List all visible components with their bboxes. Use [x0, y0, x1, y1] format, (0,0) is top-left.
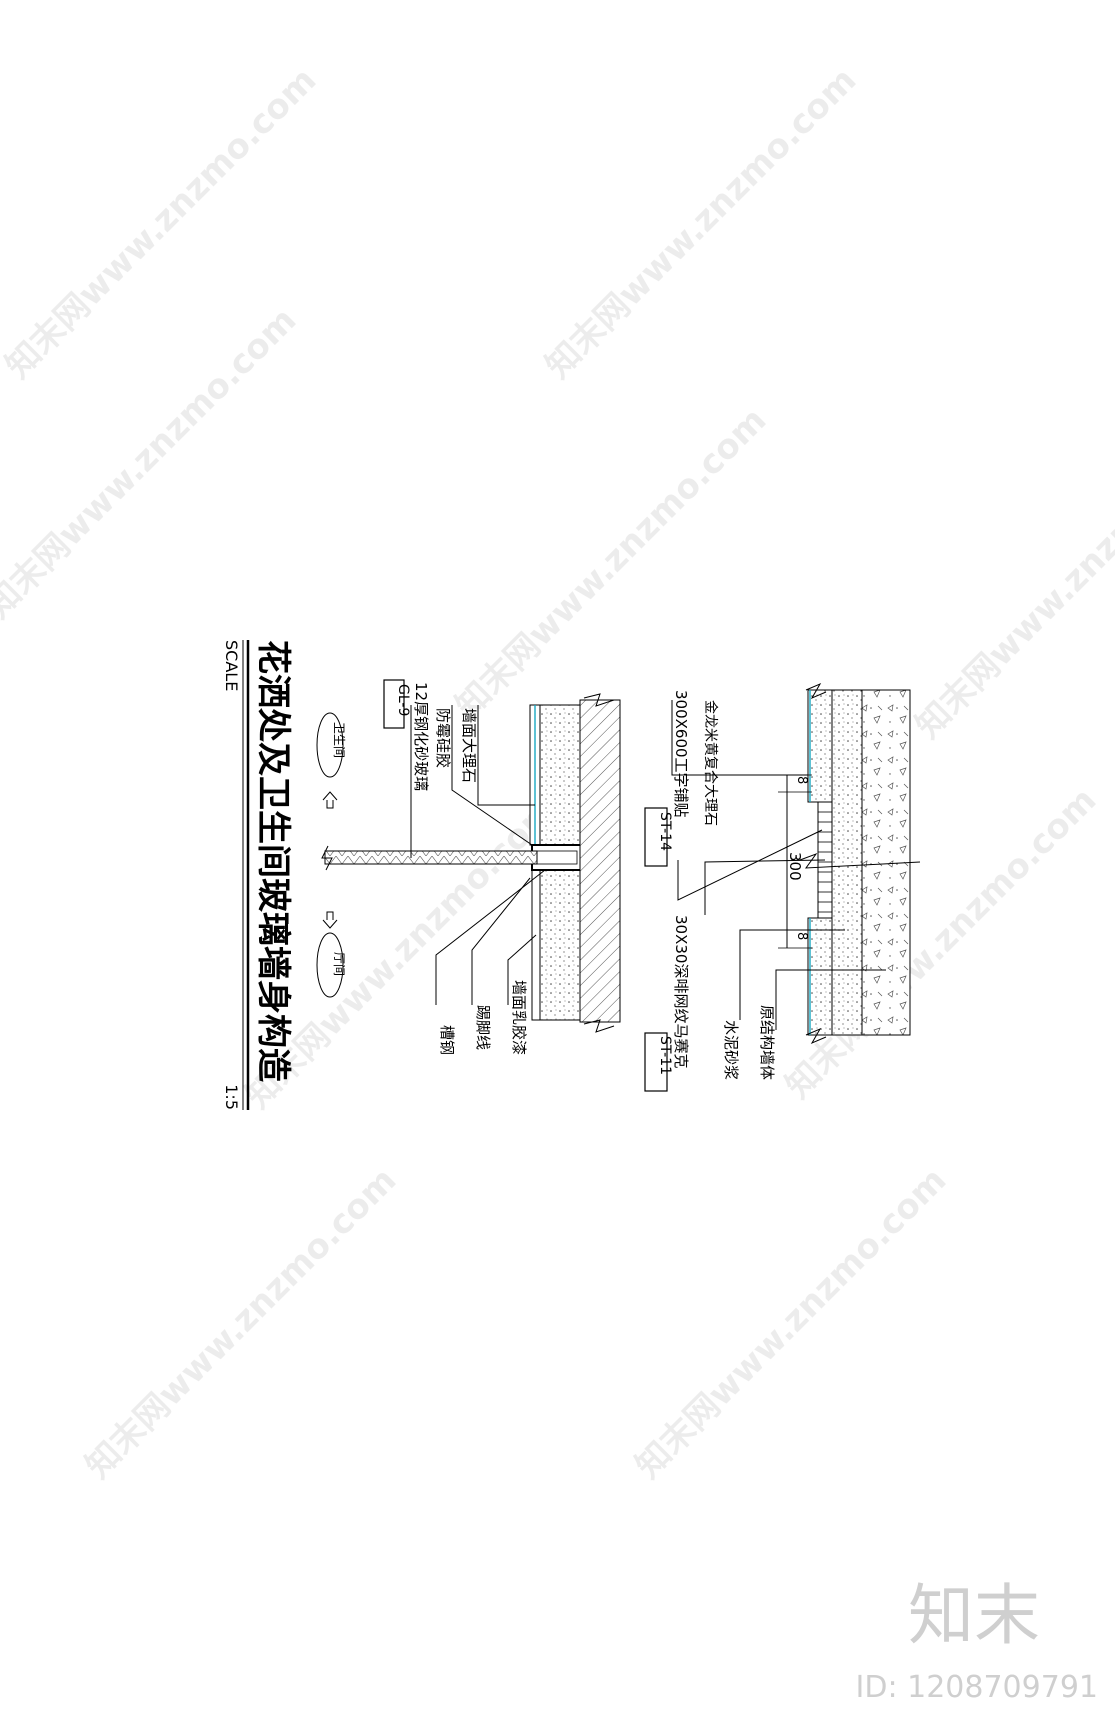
lower-detail: 300 8 8 金龙米黄复合大理石 300X600工字铺贴 ST-14 30X3… — [644, 682, 921, 1092]
brand-id: ID: 1208709791 — [856, 1670, 1098, 1705]
label-latex: 墙面乳胶漆 — [510, 980, 528, 1055]
label-mosaic: 30X30深啡网纹马赛克 — [672, 915, 690, 1068]
watermark: 知末网www.znzmo.com — [908, 420, 1115, 746]
break-mark-lower-top — [805, 682, 827, 700]
label-mortar: 水泥砂浆 — [722, 1020, 740, 1080]
leader-channel — [435, 869, 546, 1005]
leader-structure — [775, 969, 886, 1030]
leader-latex — [507, 934, 537, 1005]
tempered-glass — [324, 850, 538, 865]
break-mark-top — [583, 693, 615, 707]
watermark: 知末网www.znzmo.com — [628, 1160, 954, 1486]
mosaic-tiles — [818, 811, 832, 913]
tag-stone: ST-14 — [657, 812, 673, 851]
direction-label-bathroom: 卫生间 — [332, 722, 346, 758]
scale-label: SCALE — [222, 640, 241, 691]
dimension-joint-right: 8 — [794, 932, 809, 940]
brand-logo: 知末 — [908, 1577, 1040, 1654]
tag-box-stone — [644, 807, 668, 867]
dimension-joint-left: 8 — [794, 776, 809, 784]
leader-stone — [671, 700, 808, 776]
latex-finish — [531, 869, 541, 1021]
channel-steel — [531, 844, 580, 871]
label-skirting: 踢脚线 — [474, 1005, 492, 1050]
render-layer-right — [539, 869, 581, 1021]
tag-box-glass — [383, 679, 405, 729]
drawing-title: 花洒处及卫生间玻璃墙身构造 — [253, 640, 293, 1082]
direction-label-hall: 厅间 — [332, 952, 346, 976]
break-mark-lower-bottom — [805, 1027, 827, 1045]
channel-inner — [536, 850, 578, 865]
watermark: 知末网www.znzmo.com — [78, 1160, 404, 1486]
stone-facing-right — [807, 917, 833, 1036]
label-channel: 槽钢 — [438, 1025, 456, 1055]
label-stone: 金龙米黄复合大理石 — [702, 700, 719, 826]
leader-stone-spec — [677, 829, 823, 901]
break-mark-lower-mid — [799, 852, 921, 869]
tag-glass: GL-9 — [395, 684, 411, 716]
watermark: 知末网www.znzmo.com — [448, 400, 774, 726]
label-silicone: 防霉硅胶 — [434, 708, 452, 768]
label-structure: 原结构墙体 — [758, 1005, 776, 1080]
title-block: 花洒处及卫生间玻璃墙身构造 SCALE 1:5 — [222, 640, 293, 1110]
leader-mortar — [739, 929, 845, 1020]
mortar-layer — [831, 689, 863, 1036]
leader-mosaic — [704, 859, 826, 915]
stone-facing-left — [807, 689, 833, 803]
label-glass: 12厚钢化砂玻璃 — [412, 682, 430, 791]
upper-detail: 墙面大理石 防霉硅胶 12厚钢化砂玻璃 GL-9 墙面乳胶漆 踢脚线 槽钢 卫生… — [316, 679, 621, 1055]
direction-marker-bathroom: 卫生间 — [316, 712, 346, 809]
break-mark-bottom — [583, 1019, 615, 1033]
brand-block: 知末 ID: 1208709791 — [856, 1577, 1098, 1705]
watermark: 知末网www.znzmo.com — [538, 60, 864, 386]
tag-box-mosaic — [644, 1032, 668, 1092]
label-stone-spec: 300X600工字铺贴 — [672, 690, 690, 818]
label-marble: 墙面大理石 — [460, 708, 478, 783]
direction-marker-hall: 厅间 — [316, 911, 346, 998]
arrow-up-icon — [322, 791, 338, 809]
render-layer-left — [539, 704, 581, 846]
leader-silicone — [451, 705, 533, 846]
arrow-down-icon — [322, 911, 338, 929]
dimension-center: 300 — [786, 852, 804, 881]
leader-marble — [477, 705, 535, 806]
tag-mosaic: ST-11 — [657, 1036, 673, 1075]
structural-wall-upper — [579, 699, 621, 1023]
glass-break-mark — [321, 845, 333, 871]
leader-skirting — [471, 877, 531, 1005]
scale-value: 1:5 — [222, 1084, 241, 1110]
